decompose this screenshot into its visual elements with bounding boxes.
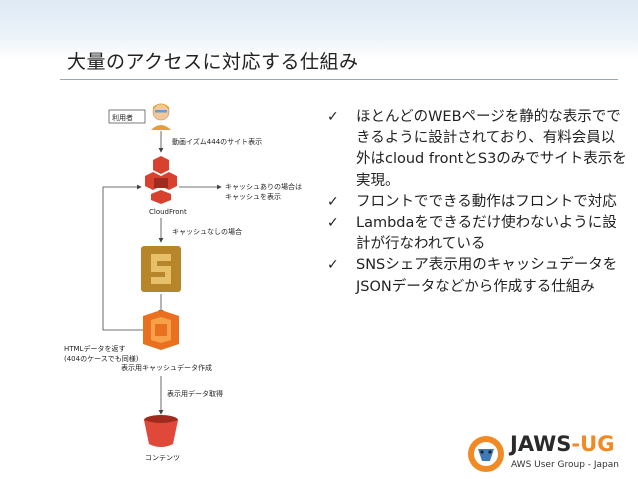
request-label: 動画イズム444のサイト表示 <box>172 137 262 146</box>
s3-bucket-icon <box>144 415 178 447</box>
contents-label: コンテンツ <box>145 454 180 462</box>
lambda-icon <box>143 310 179 350</box>
logo-main-text: JAWS-UG <box>508 432 614 456</box>
checkmark-icon: ✓ <box>327 257 339 274</box>
bullet-item: ✓ Lambdaをできるだけ使わないように設計が行なわれている <box>327 213 627 255</box>
api-gateway-icon <box>141 246 181 292</box>
bullet-item: ✓ ほとんどのWEBページを静的な表示でできるように設計されており、有料会員以外… <box>327 107 627 192</box>
bullet-item: ✓ SNSシェア表示用のキャッシュデータをJSONデータなどから作成する仕組み <box>327 255 627 297</box>
logo-sub-text: AWS User Group - Japan <box>511 460 619 470</box>
cache-create-label: 表示用キャッシュデータ作成 <box>121 363 212 372</box>
user-label: 利用者 <box>112 113 133 122</box>
user-icon <box>151 103 171 130</box>
jaws-ug-logo: JAWS-UG AWS User Group - Japan <box>468 432 619 472</box>
architecture-diagram: 利用者 動画イズム444のサイト表示 CloudFront キャッシュありの場合… <box>64 103 302 462</box>
bullet-text: SNSシェア表示用のキャッシュデータをJSONデータなどから作成する仕組み <box>356 257 618 295</box>
cloudfront-icon <box>145 156 177 204</box>
cloudfront-label: CloudFront <box>149 208 187 216</box>
cache-hit-label-1: キャッシュありの場合は <box>225 182 302 191</box>
checkmark-icon: ✓ <box>327 215 339 232</box>
bullet-text: フロントでできる動作はフロントで対応 <box>356 193 617 210</box>
jaws-mascot-icon <box>468 436 504 472</box>
checkmark-icon: ✓ <box>327 109 339 125</box>
return-label-2: (404のケースでも同様) <box>64 354 139 363</box>
bullet-item: ✓ フロントでできる動作はフロントで対応 <box>327 192 627 213</box>
return-label-1: HTMLデータを返す <box>64 344 125 353</box>
checkmark-icon: ✓ <box>327 193 339 210</box>
bullet-text: Lambdaをできるだけ使わないように設計が行なわれている <box>356 215 617 253</box>
slide-title: 大量のアクセスに対応する仕組み <box>67 51 359 73</box>
bullet-list: ✓ ほとんどのWEBページを静的な表示でできるように設計されており、有料会員以外… <box>327 107 627 298</box>
logo-main-bold: JAWS <box>508 432 571 456</box>
title-divider <box>60 79 618 80</box>
fetch-label: 表示用データ取得 <box>167 389 223 398</box>
user-label-box <box>108 109 146 124</box>
logo-main-rest: -UG <box>571 432 614 456</box>
header-band <box>0 0 638 60</box>
cache-miss-label: キャッシュなしの場合 <box>172 227 242 236</box>
bullet-text: ほとんどのWEBページを静的な表示でできるように設計されており、有料会員以外はc… <box>356 109 627 189</box>
arrow-return-to-user <box>102 184 143 331</box>
cache-hit-label-2: キャッシュを表示 <box>225 192 281 201</box>
